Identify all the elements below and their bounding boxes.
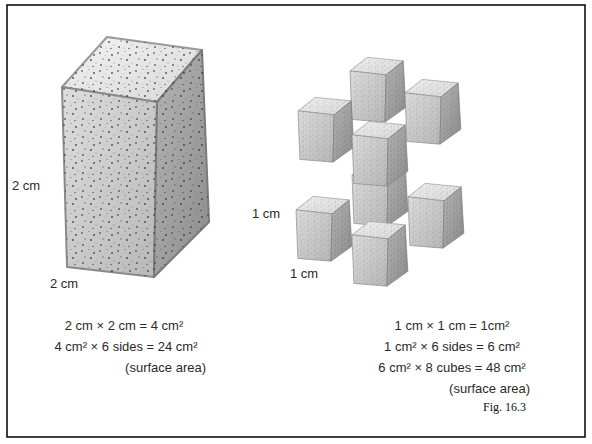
dimension-label: 1 cm (252, 206, 280, 222)
calculation-line: 1 cm × 1 cm = 1cm² (395, 318, 510, 334)
calculation-line: 1 cm² × 6 sides = 6 cm² (384, 339, 520, 355)
surface-area-note: (surface area) (449, 381, 530, 397)
calculation-line: 2 cm × 2 cm = 4 cm² (65, 318, 183, 334)
dimension-label: 2 cm (50, 276, 78, 292)
dimension-label: 1 cm (290, 266, 318, 282)
calculation-line: 6 cm² × 8 cubes = 48 cm² (378, 360, 525, 376)
calculation-line: 4 cm² × 6 sides = 24 cm² (54, 339, 197, 355)
dimension-label: 2 cm (12, 178, 40, 194)
figure-caption: Fig. 16.3 (483, 400, 526, 414)
surface-area-note: (surface area) (125, 360, 206, 376)
